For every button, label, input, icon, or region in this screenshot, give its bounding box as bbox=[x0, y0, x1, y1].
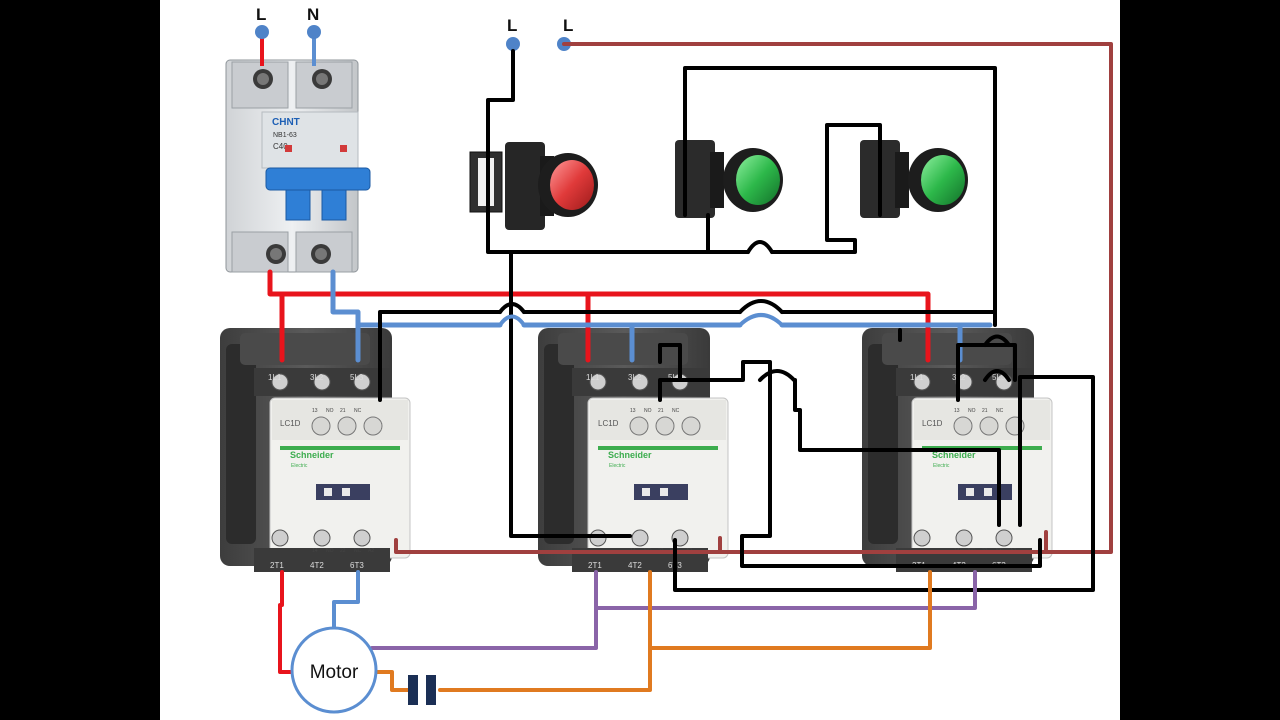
wire-crossover-7 bbox=[983, 334, 1011, 347]
stop-push-button[interactable] bbox=[469, 142, 598, 230]
breaker-brand: CHNT bbox=[272, 117, 300, 128]
control-wire bbox=[378, 49, 1095, 592]
left-letterbox bbox=[0, 0, 160, 720]
motor-lead-v bbox=[332, 570, 360, 634]
start-push-button-1[interactable] bbox=[675, 140, 783, 218]
contactor-brand: Schneider bbox=[290, 450, 334, 460]
motor-label: Motor bbox=[310, 662, 359, 683]
aux-label: NC bbox=[354, 548, 362, 554]
run-capacitor bbox=[408, 675, 436, 705]
contactor-brand: Schneider bbox=[932, 450, 976, 460]
breaker-n-label: N bbox=[307, 5, 319, 24]
wire-crossover-1 bbox=[498, 302, 526, 314]
breaker-l-terminal bbox=[255, 25, 269, 39]
aux-label: 13 bbox=[630, 408, 636, 414]
wire-crossover-3 bbox=[738, 299, 784, 314]
terminal-label: 3L2 bbox=[310, 373, 324, 382]
aux-label: NO bbox=[326, 408, 334, 414]
aux-label: NC bbox=[996, 408, 1004, 414]
start-button-1-cap[interactable] bbox=[736, 155, 780, 205]
terminal-label: 5L3 bbox=[668, 373, 682, 382]
control-l-label-1: L bbox=[507, 16, 517, 35]
contactor-brand-sub: Electric bbox=[933, 463, 950, 469]
terminal-label: 2T1 bbox=[270, 561, 284, 570]
terminal-label: 6T3 bbox=[350, 561, 364, 570]
wire-crossover-6 bbox=[758, 369, 796, 382]
aux-label: 21 bbox=[658, 408, 664, 414]
contactor-model: LC1D bbox=[598, 419, 619, 428]
aux-label: NC bbox=[672, 408, 680, 414]
wire-crossover-8 bbox=[983, 369, 1011, 382]
motor-lead-w-purple bbox=[370, 570, 977, 650]
start-push-button-2[interactable] bbox=[860, 140, 968, 218]
terminal-label: 1L1 bbox=[586, 373, 600, 382]
aux-label: 13 bbox=[312, 408, 318, 414]
aux-label: 21 bbox=[982, 408, 988, 414]
aux-label: 13 bbox=[954, 408, 960, 414]
breaker-rating: C40 bbox=[273, 142, 288, 151]
terminal-label: 5L3 bbox=[992, 373, 1006, 382]
breaker-model: NB1-63 bbox=[273, 132, 297, 139]
supply-terminals: L N L L bbox=[255, 5, 573, 66]
contactor-brand-sub: Electric bbox=[609, 463, 626, 469]
motor-lead-w-orange bbox=[374, 570, 932, 692]
aux-label: 14 bbox=[312, 548, 318, 554]
terminal-label: 4T2 bbox=[628, 561, 642, 570]
terminal-label: 1L1 bbox=[910, 373, 924, 382]
start-button-2-cap[interactable] bbox=[921, 155, 965, 205]
breaker-l-label: L bbox=[256, 5, 266, 24]
wire-crossover-5 bbox=[746, 240, 774, 254]
motor-lead-u bbox=[278, 570, 302, 674]
contactor-brand-sub: Electric bbox=[291, 463, 308, 469]
contactor-model: LC1D bbox=[922, 419, 943, 428]
breaker-handle[interactable] bbox=[265, 167, 371, 191]
neutral-wire bbox=[330, 269, 993, 363]
aux-label: NO bbox=[326, 548, 334, 554]
motor: Motor bbox=[290, 626, 378, 714]
control-l-label-2: L bbox=[563, 16, 573, 35]
right-letterbox bbox=[1120, 0, 1280, 720]
contactor-brand: Schneider bbox=[608, 450, 652, 460]
terminal-label: 4T2 bbox=[310, 561, 324, 570]
terminal-label: 1L1 bbox=[268, 373, 282, 382]
stop-button-cap[interactable] bbox=[550, 160, 594, 210]
terminal-label: 2T1 bbox=[588, 561, 602, 570]
wire-crossover-2 bbox=[498, 314, 526, 327]
control-l-terminal-1 bbox=[506, 37, 520, 51]
circuit-breaker: CHNT NB1-63 C40 bbox=[225, 59, 371, 273]
aux-label: A2 bbox=[368, 548, 374, 554]
aux-label: NO bbox=[644, 408, 652, 414]
aux-label: NC bbox=[354, 408, 362, 414]
contactor-model: LC1D bbox=[280, 419, 301, 428]
return-wire bbox=[394, 42, 1113, 554]
aux-label: 21 bbox=[340, 408, 346, 414]
wire-crossover-4 bbox=[738, 313, 784, 327]
aux-label: NO bbox=[968, 408, 976, 414]
terminal-label: 5L3 bbox=[350, 373, 364, 382]
breaker-n-terminal bbox=[307, 25, 321, 39]
terminal-label: 3L2 bbox=[628, 373, 642, 382]
aux-label: 22 bbox=[340, 548, 346, 554]
